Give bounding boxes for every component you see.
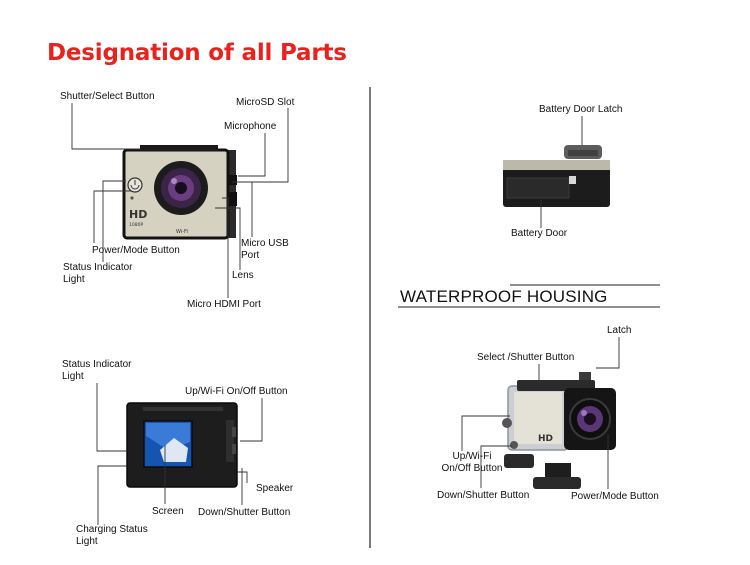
label-micro-usb-port: Micro USB Port	[241, 238, 289, 261]
label-back-status-indicator-light: Status Indicator Light	[62, 359, 132, 382]
camera-bottom-leader-lines	[540, 116, 583, 228]
housing-leader-lines	[461, 337, 620, 489]
label-charging-status-light: Charging Status Light	[76, 524, 148, 547]
label-housing-up-wifi: Up/Wi-Fi On/Off Button	[441, 451, 503, 474]
waterproof-housing-title: WATERPROOF HOUSING	[400, 287, 608, 306]
label-battery-door: Battery Door	[511, 228, 568, 239]
label-lens: Lens	[232, 270, 254, 281]
label-down-shutter-button: Down/Shutter Button	[198, 507, 291, 518]
housing-illustration: HD	[502, 372, 616, 489]
camera-front-illustration: HD 1080P Wi-Fi	[122, 145, 237, 240]
housing-hd-badge: HD	[538, 434, 553, 444]
label-screen: Screen	[152, 506, 184, 517]
label-housing-power-mode: Power/Mode Button	[571, 491, 659, 502]
label-housing-latch: Latch	[607, 325, 632, 336]
front-hd-badge: HD	[129, 208, 147, 221]
label-microsd-slot: MicroSD Slot	[236, 97, 295, 108]
front-wifi-badge: Wi-Fi	[176, 229, 188, 235]
page-title: Designation of all Parts	[47, 40, 347, 66]
label-shutter-select-button: Shutter/Select Button	[60, 91, 155, 102]
label-up-wifi-button: Up/Wi-Fi On/Off Button	[185, 386, 288, 397]
label-speaker: Speaker	[256, 483, 294, 494]
label-micro-hdmi-port: Micro HDMI Port	[187, 299, 261, 310]
front-res-badge: 1080P	[129, 222, 143, 228]
label-power-mode-button: Power/Mode Button	[92, 245, 180, 256]
camera-back-leader-lines	[96, 383, 263, 525]
label-housing-select-shutter: Select /Shutter Button	[477, 352, 575, 363]
label-status-indicator-light: Status Indicator Light	[63, 262, 133, 285]
camera-front-leader-lines	[71, 103, 289, 298]
label-microphone: Microphone	[224, 121, 277, 132]
label-housing-down-shutter: Down/Shutter Button	[437, 490, 530, 501]
camera-back-illustration	[126, 402, 238, 488]
label-battery-door-latch: Battery Door Latch	[539, 104, 623, 115]
camera-bottom-illustration	[503, 145, 610, 207]
